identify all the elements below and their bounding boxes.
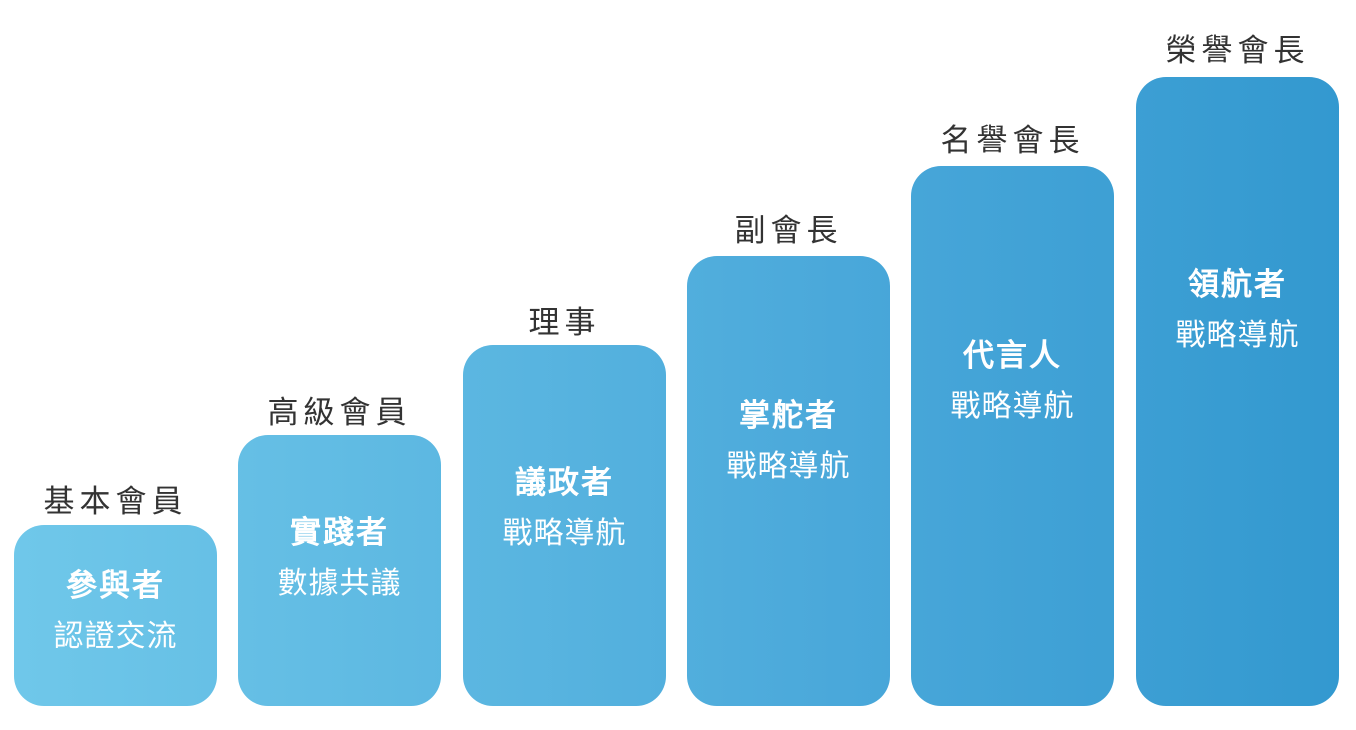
tier-label-senior-member: 高級會員 [267,395,412,431]
tier-description: 戰略導航 [950,389,1075,425]
tier-label-basic-member: 基本會員 [43,484,188,520]
tier-label-director: 理事 [528,305,601,341]
tier-label-honorary-president: 名譽會長 [940,123,1085,159]
tier-label-vice-president: 副會長 [734,213,843,249]
tier-role: 參與者 [66,567,165,604]
tier-description: 戰略導航 [726,449,851,485]
tier-role: 代言人 [963,338,1062,374]
tier-bar-basic-member: 參與者 認證交流 [14,525,217,706]
tier-role: 議政者 [515,465,614,501]
tier-bar-honorary-chairman: 領航者 戰略導航 [1136,77,1339,706]
tier-description: 戰略導航 [1175,318,1300,354]
tier-description: 數據共議 [277,566,402,602]
tier-bar-director: 議政者 戰略導航 [463,345,666,706]
tier-role: 實踐者 [290,515,389,551]
tier-description: 認證交流 [53,619,178,655]
tier-label-honorary-chairman: 榮譽會長 [1165,33,1310,69]
tier-role: 掌舵者 [739,398,838,434]
tier-description: 戰略導航 [502,516,627,552]
tier-bar-senior-member: 實踐者 數據共議 [238,435,441,706]
tier-bar-vice-president: 掌舵者 戰略導航 [687,256,890,706]
tier-role: 領航者 [1188,267,1287,303]
tier-bar-honorary-president: 代言人 戰略導航 [911,166,1114,706]
